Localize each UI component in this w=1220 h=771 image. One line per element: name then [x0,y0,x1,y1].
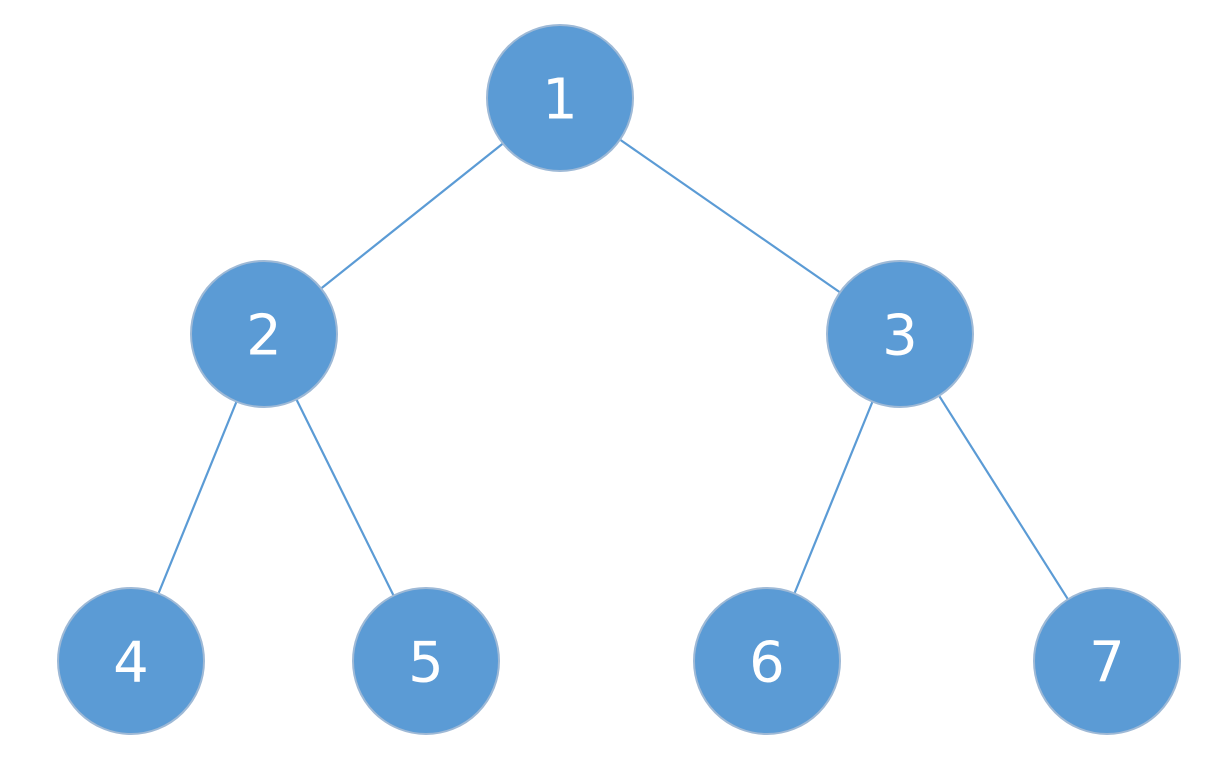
tree-node-4: 4 [57,587,205,735]
tree-node-6: 6 [693,587,841,735]
node-label: 1 [542,68,578,133]
node-label: 5 [408,631,444,696]
node-circle [486,24,634,172]
tree-node-5: 5 [352,587,500,735]
node-circle [57,587,205,735]
edge-n2-n5 [295,398,395,597]
node-circle [352,587,500,735]
edge-n3-n7 [938,395,1069,600]
node-label: 6 [749,631,785,696]
tree-node-2: 2 [190,260,338,408]
node-circle [190,260,338,408]
tree-node-3: 3 [826,260,974,408]
node-label: 2 [246,304,282,369]
edge-n1-n2 [320,142,504,290]
tree-node-1: 1 [486,24,634,172]
tree-node-7: 7 [1033,587,1181,735]
node-label: 7 [1089,631,1125,696]
edge-n3-n6 [793,401,874,594]
node-circle [1033,587,1181,735]
node-label: 4 [113,631,149,696]
node-label: 3 [882,304,918,369]
node-circle [826,260,974,408]
edge-n2-n4 [157,401,238,594]
node-circle [693,587,841,735]
edges-layer [157,138,1069,600]
edge-n1-n3 [619,138,841,294]
nodes-layer: 1 2 3 4 5 6 7 [57,24,1181,735]
